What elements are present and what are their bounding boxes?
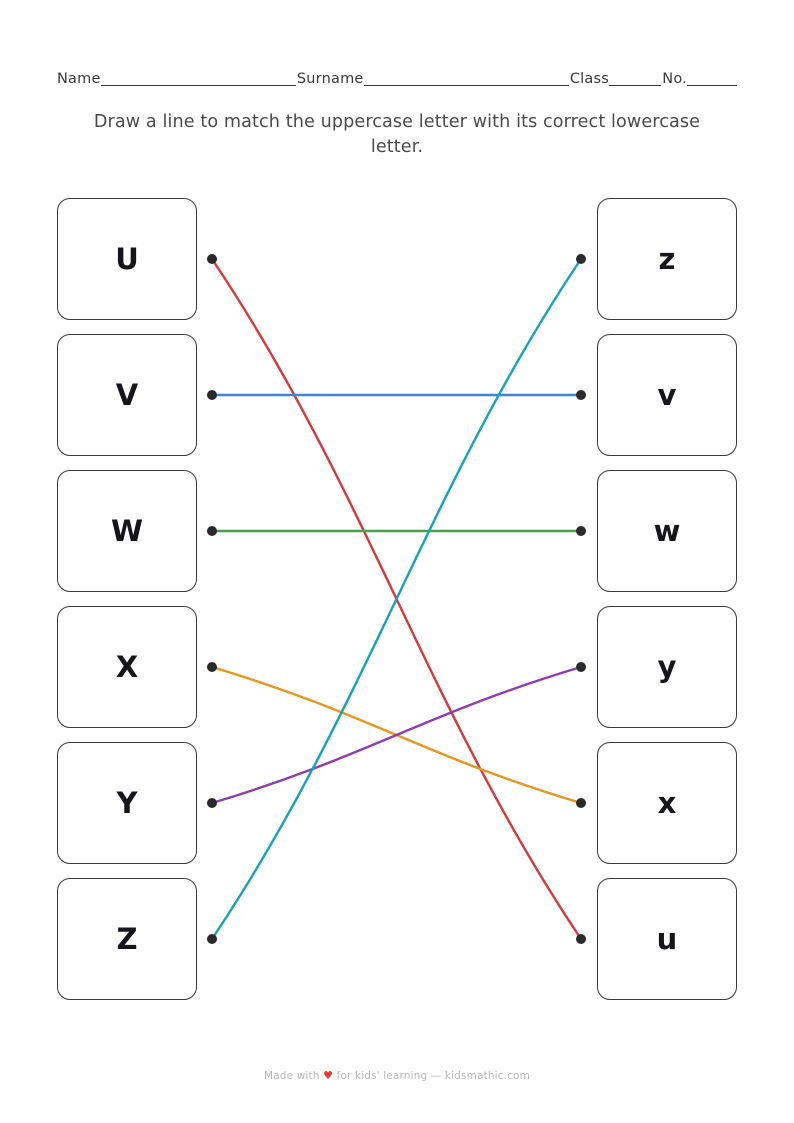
name-field[interactable]: Name — [57, 70, 296, 89]
instruction-text: Draw a line to match the uppercase lette… — [93, 112, 701, 158]
connector-dot-right-W[interactable] — [576, 526, 586, 536]
connector-dot-left-Z[interactable] — [207, 934, 217, 944]
card-letter: U — [115, 241, 139, 276]
connector-dot-left-W[interactable] — [207, 526, 217, 536]
surname-write-line[interactable] — [363, 84, 569, 86]
number-field[interactable]: No. — [662, 70, 737, 89]
student-info-header: Name Surname Class No. — [57, 62, 737, 88]
connector-dot-left-Y[interactable] — [207, 798, 217, 808]
connector-dot-right-X[interactable] — [576, 798, 586, 808]
connector-dot-left-X[interactable] — [207, 662, 217, 672]
footer-prefix: Made with — [263, 1070, 320, 1082]
lowercase-card-w[interactable]: w — [597, 470, 737, 592]
connector-line-Z-z — [210, 257, 583, 941]
class-field[interactable]: Class — [569, 70, 661, 89]
lowercase-card-v[interactable]: v — [597, 334, 737, 456]
surname-label: Surname — [296, 70, 364, 87]
card-letter: z — [658, 241, 676, 276]
connector-dot-right-Z[interactable] — [576, 254, 586, 264]
connector-line-X-x — [210, 665, 583, 805]
connector-dot-right-V[interactable] — [576, 390, 586, 400]
connector-line-U-u — [210, 257, 583, 941]
connector-dot-right-U[interactable] — [576, 934, 586, 944]
uppercase-card-V[interactable]: V — [57, 334, 197, 456]
card-letter: v — [657, 377, 677, 412]
number-write-line[interactable] — [686, 84, 737, 86]
card-letter: X — [115, 649, 139, 684]
card-letter: W — [111, 513, 143, 548]
card-letter: Z — [116, 921, 138, 956]
uppercase-card-X[interactable]: X — [57, 606, 197, 728]
connector-dot-left-V[interactable] — [207, 390, 217, 400]
heart-icon: ♥ — [323, 1069, 334, 1082]
uppercase-card-Y[interactable]: Y — [57, 742, 197, 864]
card-letter: Y — [116, 785, 138, 820]
uppercase-column: U V W X Y Z — [57, 198, 197, 1000]
name-label: Name — [57, 70, 101, 87]
class-label: Class — [569, 70, 609, 87]
uppercase-card-Z[interactable]: Z — [57, 878, 197, 1000]
card-letter: x — [657, 785, 677, 820]
class-write-line[interactable] — [608, 84, 661, 86]
lowercase-card-u[interactable]: u — [597, 878, 737, 1000]
uppercase-card-W[interactable]: W — [57, 470, 197, 592]
connector-dot-right-Y[interactable] — [576, 662, 586, 672]
card-letter: y — [657, 649, 677, 684]
matching-exercise: U V W X Y Z z v w y x u — [0, 198, 794, 1016]
number-label: No. — [662, 70, 687, 87]
lowercase-card-z[interactable]: z — [597, 198, 737, 320]
connector-dot-left-U[interactable] — [207, 254, 217, 264]
lowercase-card-y[interactable]: y — [597, 606, 737, 728]
surname-field[interactable]: Surname — [296, 70, 569, 89]
name-write-line[interactable] — [100, 84, 296, 86]
footer-suffix: for kids' learning — kidsmathic.com — [336, 1070, 531, 1082]
connector-line-Y-y — [210, 665, 583, 805]
card-letter: V — [115, 377, 139, 412]
lowercase-column: z v w y x u — [597, 198, 737, 1000]
footer-credit: Made with ♥ for kids' learning — kidsmat… — [0, 1069, 794, 1082]
card-letter: w — [653, 513, 681, 548]
card-letter: u — [656, 921, 678, 956]
lowercase-card-x[interactable]: x — [597, 742, 737, 864]
uppercase-card-U[interactable]: U — [57, 198, 197, 320]
